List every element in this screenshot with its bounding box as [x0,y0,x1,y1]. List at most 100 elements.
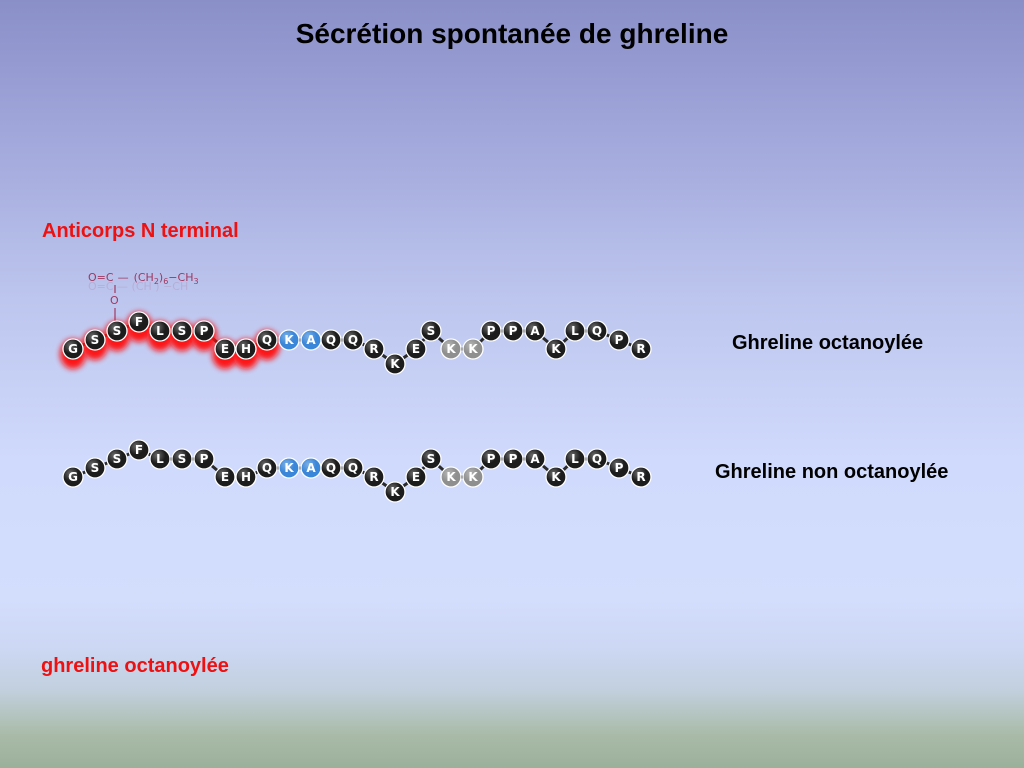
residue-letter: P [487,324,496,338]
residue-letter: E [412,342,420,356]
residue-bead-highlight [216,340,234,358]
octanoylated-residue-14-Q: Q [342,329,364,351]
residue-letter: S [427,324,436,338]
residue-bead-highlight [130,441,148,459]
residue-bead-highlight [504,450,522,468]
residue-bead-highlight [64,340,82,358]
residue-bead-highlight [280,331,298,349]
residue-letter: Q [262,461,272,475]
residue-bead-highlight [442,468,460,486]
octanoyl-formula: O=C—(CH2)6−CH3 [88,271,199,286]
formula-close: ) [159,271,163,284]
octanoylated-residue-21-P: P [480,320,502,342]
octanoylated-residue-9-H: H [235,338,257,360]
formula-subscript-3: 3 [193,277,198,286]
residue-bead-highlight [566,450,584,468]
non-octanoylated-residue-24-K: K [545,466,567,488]
residue-bead-highlight [526,322,544,340]
non-octanoylated-residue-9-H: H [235,466,257,488]
residue-letter: P [509,324,518,338]
non-octanoylated-residue-27-P: P [608,457,630,479]
residue-letter: S [91,461,100,475]
octanoylated-residue-11-K: K [278,329,300,351]
residue-bead-highlight [464,468,482,486]
residue-bead-highlight [588,450,606,468]
formula-chain: (CH [134,271,154,284]
non-octanoylated-residue-13-Q: Q [320,457,342,479]
non-octanoylated-residue-8-E: E [214,466,236,488]
residue-bead-highlight [386,483,404,501]
residue-bead-highlight [322,331,340,349]
residue-letter: L [156,324,164,338]
residue-bead-highlight [173,322,191,340]
octanoylated-residue-12-A: A [300,329,322,351]
residue-letter: A [306,461,316,475]
formula-carbonyl: O=C [88,271,114,284]
octanoylated-residue-5-L: L [149,320,171,342]
residue-bead-highlight [173,450,191,468]
octanoylated-residue-18-S: S [420,320,442,342]
ester-oxygen: O [110,294,119,307]
non-octanoylated-residue-10-Q: Q [256,457,278,479]
octanoylated-residue-15-R: R [363,338,385,360]
residue-bead-highlight [86,459,104,477]
residue-bead-highlight [632,340,650,358]
octanoylated-residue-28-R: R [630,338,652,360]
residue-letter: A [530,324,540,338]
residue-letter: S [178,324,187,338]
non-octanoylated-residue-5-L: L [149,448,171,470]
residue-letter: Q [592,452,602,466]
octanoylated-residue-24-K: K [545,338,567,360]
residue-letter: P [200,452,209,466]
residue-bead-highlight [86,331,104,349]
formula-subscript-6: 6 [163,277,168,286]
residue-letter: F [135,443,143,457]
octanoylated-residue-27-P: P [608,329,630,351]
residue-bead-highlight [237,340,255,358]
residue-bead-highlight [344,459,362,477]
residue-bead-highlight [422,322,440,340]
residue-letter: K [468,470,478,484]
non-octanoylated-residue-1-G: G [62,466,84,488]
residue-letter: K [284,333,294,347]
residue-letter: K [446,470,456,484]
residue-letter: R [636,342,645,356]
residue-letter: L [571,452,579,466]
residue-letter: H [241,342,251,356]
residue-bead-highlight [464,340,482,358]
residue-bead-highlight [566,322,584,340]
residue-letter: A [306,333,316,347]
residue-letter: P [615,333,624,347]
non-octanoylated-residue-7-P: P [193,448,215,470]
residue-letter: E [221,342,229,356]
octanoylated-residue-22-P: P [502,320,524,342]
footer-label: ghreline octanoylée [41,655,229,677]
residue-bead-highlight [442,340,460,358]
residue-letter: P [200,324,209,338]
non-octanoylated-residue-18-S: S [420,448,442,470]
residue-letter: K [284,461,294,475]
residue-letter: K [468,342,478,356]
residue-bead-highlight [365,340,383,358]
residue-bead-highlight [130,313,148,331]
formula-subscript-2: 2 [154,277,159,286]
non-octanoylated-residue-21-P: P [480,448,502,470]
residue-bead-highlight [258,331,276,349]
formula-tail: −CH [168,271,193,284]
non-octanoylated-residue-17-E: E [405,466,427,488]
residue-bead-highlight [632,468,650,486]
residue-letter: K [551,342,561,356]
non-octanoylated-residue-22-P: P [502,448,524,470]
residue-letter: S [113,324,122,338]
non-octanoylated-residue-2-S: S [84,457,106,479]
non-octanoylated-backbone [72,448,642,494]
non-octanoylated-residue-16-K: K [384,481,406,503]
residue-bead-highlight [482,450,500,468]
octanoylated-residue-19-K: K [440,338,462,360]
residue-letter: Q [348,461,358,475]
residue-letter: G [68,342,78,356]
residue-letter: Q [592,324,602,338]
residue-letter: S [113,452,122,466]
residue-bead-highlight [407,468,425,486]
residue-bead-highlight [108,450,126,468]
